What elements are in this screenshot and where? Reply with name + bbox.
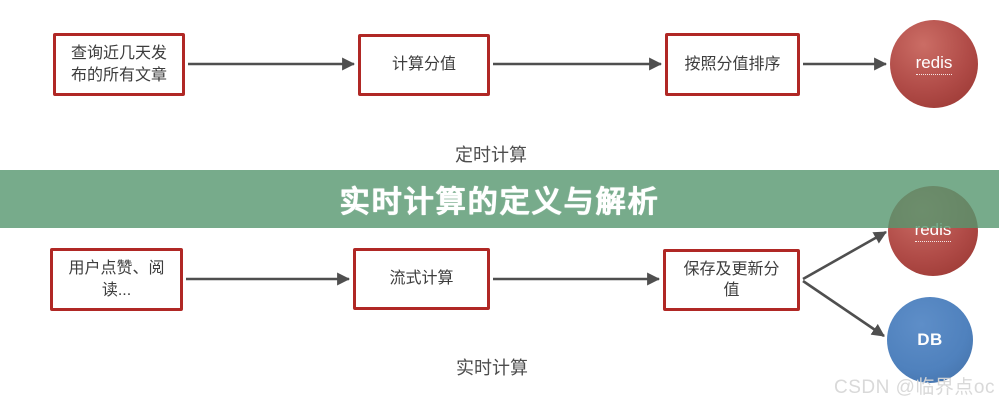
page-title: 实时计算的定义与解析 [339,186,660,219]
csdn-watermark: CSDN @临界点oc [834,377,995,398]
redis-node-label: redis [915,53,953,75]
box-text-line: 值 [723,282,740,299]
arrow-save-to-redis [802,230,887,281]
redis-node-timed: redis [890,20,978,108]
arrow-save-to-db [802,279,885,338]
box-text-line: 布的所有文章 [70,66,167,84]
box-text-line: 按照分值排序 [684,55,781,73]
caption-timed-computing: 定时计算 [455,145,527,165]
box-sort-by-score: 按照分值排序 [665,33,800,96]
caption-realtime-computing: 实时计算 [456,358,528,378]
box-save-update-score: 保存及更新分 值 [663,249,800,311]
box-stream-computing: 流式计算 [353,248,490,310]
box-calc-score: 计算分值 [358,34,490,96]
box-text-line: 读... [101,281,132,299]
box-text-line: 流式计算 [389,270,454,288]
db-node: DB [887,297,973,383]
box-query-recent-articles: 查询近几天发 布的所有文章 [53,33,185,96]
box-text-line: 计算分值 [391,56,456,74]
box-text-line: 查询近几天发 [70,45,167,63]
box-text-line: 用户点赞、阅 [68,260,165,278]
db-node-label: DB [917,330,943,349]
box-user-likes-reads: 用户点赞、阅 读... [50,248,183,311]
box-text-line: 保存及更新分 [683,260,780,278]
title-banner: 实时计算的定义与解析 [0,170,999,228]
